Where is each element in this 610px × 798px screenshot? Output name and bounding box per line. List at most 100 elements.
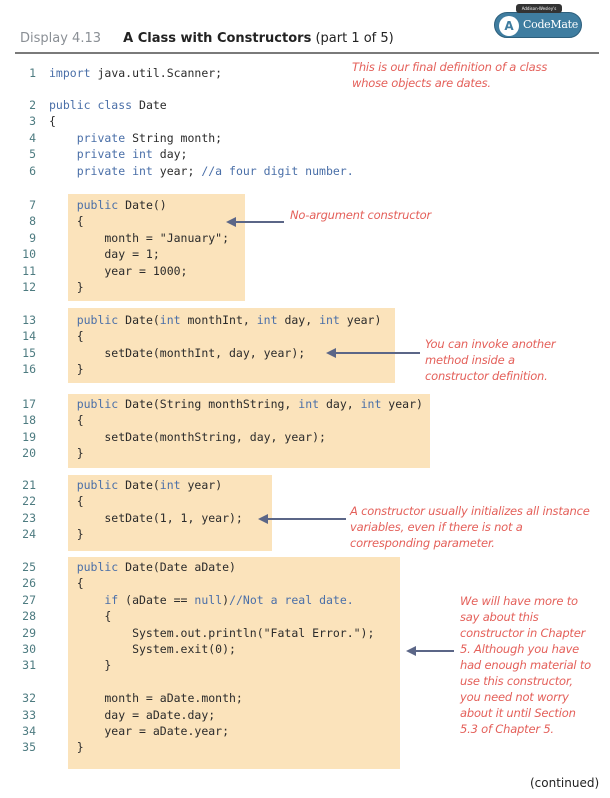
code-line: 5 private int day; bbox=[0, 146, 610, 162]
code-group: 13 public Date(int monthInt, int day, in… bbox=[0, 312, 610, 378]
code-keyword: public bbox=[49, 397, 119, 411]
code-text: setDate(monthInt, day, year); bbox=[49, 345, 305, 361]
line-number: 30 bbox=[22, 641, 36, 656]
logo-pill: A CodeMate bbox=[494, 12, 582, 38]
line-number: 4 bbox=[29, 130, 36, 145]
line-number: 23 bbox=[22, 510, 36, 525]
code-keyword: private int bbox=[49, 163, 153, 178]
line-number: 29 bbox=[22, 625, 36, 640]
code-text: public Date(String monthString, int day,… bbox=[49, 396, 423, 412]
display-number: Display 4.13 bbox=[20, 31, 101, 46]
code-token: Date(Date aDate) bbox=[118, 560, 236, 574]
code-token: Date( bbox=[118, 313, 160, 327]
line-number: 16 bbox=[22, 362, 36, 377]
code-text: public Date() bbox=[49, 197, 167, 213]
line-number: 31 bbox=[22, 658, 36, 673]
annotation-no-arg: No-argument constructor bbox=[290, 208, 432, 222]
highlight-box-no-arg bbox=[68, 194, 245, 301]
continued-label: (continued) bbox=[530, 776, 600, 790]
code-line: 34 year = aDate.year; bbox=[0, 723, 610, 739]
code-keyword: public bbox=[49, 313, 119, 327]
code-token: year) bbox=[180, 478, 223, 492]
code-token: { bbox=[49, 576, 84, 591]
code-line: 18 { bbox=[0, 412, 610, 428]
code-keyword: int bbox=[319, 313, 340, 327]
code-line: 15 setDate(monthInt, day, year); bbox=[0, 345, 610, 361]
code-group: 17 public Date(String monthString, int d… bbox=[0, 396, 610, 462]
line-number: 27 bbox=[22, 592, 36, 607]
code-token: System.exit(0); bbox=[49, 641, 236, 656]
code-line: 26 { bbox=[0, 575, 610, 591]
code-keyword: private bbox=[49, 130, 126, 145]
code-keyword: private int bbox=[49, 147, 153, 162]
code-text: } bbox=[49, 279, 84, 295]
code-text: public Date(int year) bbox=[49, 477, 222, 493]
code-line: 21 public Date(int year) bbox=[0, 477, 610, 493]
code-token: year; bbox=[152, 163, 202, 178]
code-line: 19 setDate(monthString, day, year); bbox=[0, 429, 610, 445]
code-keyword: //Not a real date. bbox=[229, 592, 354, 607]
code-token: ) bbox=[222, 592, 230, 607]
line-number: 6 bbox=[29, 163, 36, 178]
line-number: 34 bbox=[22, 723, 36, 738]
code-token: month = aDate.month; bbox=[49, 691, 243, 706]
highlight-box-copy-constructor bbox=[68, 557, 400, 769]
code-token: year = 1000; bbox=[49, 263, 188, 278]
code-text: year = aDate.year; bbox=[49, 723, 229, 739]
line-number: 33 bbox=[22, 707, 36, 722]
code-line: 23 setDate(1, 1, year); bbox=[0, 510, 610, 526]
line-number: 8 bbox=[29, 214, 36, 229]
annotation-initializes: A constructor usually initializes all in… bbox=[350, 504, 590, 550]
code-line: 10 day = 1; bbox=[0, 246, 610, 262]
code-text: private int year; //a four digit number. bbox=[49, 163, 354, 179]
code-line: 27 if (aDate == null)//Not a real date. bbox=[0, 592, 610, 608]
code-text: public class Date bbox=[49, 97, 167, 113]
code-keyword: int bbox=[159, 313, 181, 327]
annotation-intro: This is our final definition of a class … bbox=[352, 60, 548, 90]
code-line: 6 private int year; //a four digit numbe… bbox=[0, 163, 610, 179]
code-token: day = 1; bbox=[49, 247, 160, 262]
line-number: 9 bbox=[29, 230, 36, 245]
code-text: private String month; bbox=[49, 130, 222, 146]
highlight-box-year-constructor bbox=[68, 475, 272, 551]
code-token: setDate(monthString, day, year); bbox=[49, 429, 326, 444]
code-text: if (aDate == null)//Not a real date. bbox=[49, 592, 354, 608]
code-line: 14 { bbox=[0, 328, 610, 344]
code-text: setDate(1, 1, year); bbox=[49, 510, 243, 526]
codemate-logo: A CodeMate Addison-Wesley's bbox=[494, 4, 582, 38]
code-line: 3{ bbox=[0, 113, 610, 129]
line-number: 14 bbox=[22, 329, 36, 344]
code-token: (aDate == bbox=[118, 592, 195, 607]
code-token: setDate(1, 1, year); bbox=[49, 510, 243, 525]
line-number: 7 bbox=[29, 198, 36, 212]
code-token: { bbox=[49, 494, 84, 509]
line-number: 32 bbox=[22, 691, 36, 706]
code-text: day = aDate.day; bbox=[49, 707, 215, 723]
code-token: } bbox=[49, 279, 84, 294]
code-group: 21 public Date(int year)22 {23 setDate(1… bbox=[0, 477, 610, 543]
line-number: 11 bbox=[22, 263, 36, 278]
code-token: year) bbox=[339, 313, 382, 327]
code-line: 33 day = aDate.day; bbox=[0, 707, 610, 723]
line-number: 15 bbox=[22, 345, 36, 360]
arrow-icon bbox=[406, 646, 454, 656]
line-number: 24 bbox=[22, 527, 36, 542]
code-token: { bbox=[49, 413, 84, 428]
code-token: Date() bbox=[118, 198, 167, 212]
code-keyword: int bbox=[256, 313, 278, 327]
code-line: 17 public Date(String monthString, int d… bbox=[0, 396, 610, 412]
code-keyword: if bbox=[49, 592, 119, 607]
arrow-icon bbox=[326, 348, 420, 358]
code-line: 20 } bbox=[0, 445, 610, 461]
code-keyword: public bbox=[49, 560, 119, 574]
code-text: day = 1; bbox=[49, 246, 160, 262]
line-number: 3 bbox=[29, 114, 36, 129]
code-text: } bbox=[49, 526, 84, 542]
code-line: 35 } bbox=[0, 739, 610, 755]
code-token: System.out.println("Fatal Error."); bbox=[49, 625, 375, 640]
code-token: } bbox=[49, 446, 84, 461]
code-text: month = aDate.month; bbox=[49, 690, 243, 706]
code-keyword: public bbox=[49, 198, 119, 212]
